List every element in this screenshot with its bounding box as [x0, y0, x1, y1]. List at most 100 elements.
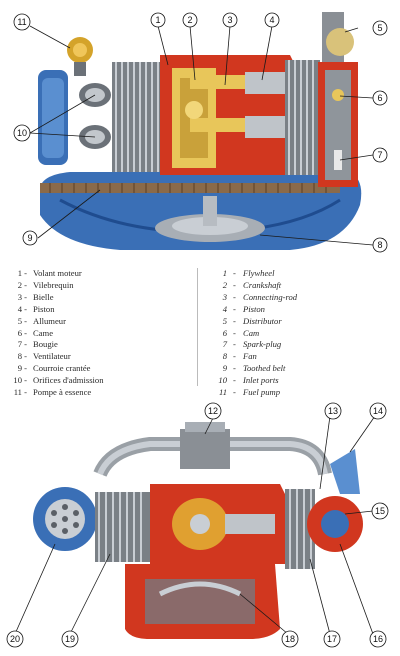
- callout-label: 14: [373, 406, 383, 416]
- legend-number: 5: [222, 315, 227, 326]
- legend-row: 3 -Bielle: [5, 292, 185, 304]
- callout-15: 15: [371, 502, 389, 520]
- callout-label: 11: [17, 17, 26, 27]
- callout-12: 12: [204, 402, 222, 420]
- legend-number: 6 -: [17, 327, 27, 338]
- callout-2: 2: [182, 12, 198, 28]
- legend-separator: -: [233, 375, 236, 386]
- legend-separator: -: [233, 363, 236, 374]
- callout-6: 6: [372, 90, 388, 106]
- legend-number: 1: [222, 268, 227, 278]
- legend-row: 8 -Ventilateur: [5, 351, 185, 363]
- callout-16: 16: [369, 630, 387, 648]
- legend-separator: -: [233, 291, 236, 302]
- legend-label: Pompe à essence: [33, 387, 92, 398]
- legend-number: 11: [219, 387, 227, 398]
- legend-number: 7: [222, 339, 227, 350]
- legend-row: 1 - Volant moteur: [5, 268, 185, 280]
- legend-number: 4 -: [17, 303, 27, 314]
- callout-label: 18: [285, 634, 295, 644]
- distributor-cap: [326, 28, 354, 56]
- legend-label: Orifices d'admission: [33, 375, 104, 386]
- legend-label: Fan: [243, 351, 257, 362]
- legend-separator: -: [233, 303, 236, 314]
- callout-13: 13: [324, 402, 342, 420]
- legend-row: 4 -Piston: [5, 304, 185, 316]
- legend-row: 4-Piston: [205, 304, 395, 316]
- right-cylinder-fins: [285, 60, 320, 175]
- legend-label: Inlet ports: [243, 375, 279, 386]
- legend-row: 10 - Orifices d'admission: [5, 375, 185, 387]
- callout-label: 1: [155, 15, 160, 25]
- legend-number: 1 -: [17, 268, 27, 278]
- legend-separator: -: [233, 327, 236, 338]
- legend-label: Piston: [243, 303, 265, 314]
- legend-label: Spark-plug: [243, 339, 282, 350]
- bottom-engine-illustration: 12 13 14 15 16 17 18 19 20: [6, 402, 389, 648]
- bottom-engine-cutaway: 12 13 14 15 16 17 18 19 20: [0, 394, 400, 656]
- callout-label: 5: [377, 23, 382, 33]
- callout-3: 3: [222, 12, 238, 28]
- legend-number: 2: [222, 279, 227, 290]
- legend-french: 1 - Volant moteur 2 - Vilebrequin 3 -Biell…: [5, 268, 185, 399]
- cam: [332, 89, 344, 101]
- legend-row: 5-Distributor: [205, 316, 395, 328]
- legend-separator: -: [233, 387, 236, 398]
- legend-row: 11 - Pompe à essence: [5, 387, 185, 399]
- legend-label: Vilebrequin: [33, 279, 74, 290]
- callout-label: 4: [269, 15, 274, 25]
- piston-rod: [225, 514, 275, 534]
- legend-number: 3 -: [17, 291, 27, 302]
- top-callout-leaders: [29, 25, 374, 246]
- legend-label: Bougie: [33, 339, 58, 350]
- spark-plug: [334, 150, 342, 170]
- callout-4: 4: [264, 12, 280, 28]
- callout-9: 9: [22, 230, 38, 246]
- callout-label: 12: [208, 406, 218, 416]
- callout-label: 6: [377, 93, 382, 103]
- legend-number: 11 -: [13, 387, 27, 398]
- callout-11: 11: [13, 13, 31, 31]
- callout-19: 19: [61, 630, 79, 648]
- legend-label: Crankshaft: [243, 279, 282, 290]
- legend-label: Came: [33, 327, 54, 338]
- legend-row: 1-Flywheel: [205, 268, 395, 280]
- top-engine-cutaway: 1 2 3 4 5 6 7 8 9 10 11: [0, 0, 400, 258]
- legend-row: 9 - Courroie crantée: [5, 363, 185, 375]
- left-cylinder-fins: [112, 62, 162, 172]
- legend-row: 6-Cam: [205, 328, 395, 340]
- callout-20: 20: [6, 630, 24, 648]
- callout-10: 10: [13, 124, 31, 142]
- legend-english: 1-Flywheel 2-Crankshaft 3-Connecting-rod…: [205, 268, 395, 399]
- callout-label: 15: [375, 506, 385, 516]
- callout-label: 13: [328, 406, 338, 416]
- air-intake-horn: [330, 449, 360, 494]
- legend-row: 6 - Came: [5, 328, 185, 340]
- legend-number: 7 -: [17, 339, 27, 350]
- legend-row: 5 -Allumeur: [5, 316, 185, 328]
- legend-number: 10 -: [13, 375, 27, 386]
- legend-row: 2-Crankshaft: [205, 280, 395, 292]
- belt-teeth: [49, 183, 327, 193]
- callout-1: 1: [150, 12, 166, 28]
- legend-number: 9 -: [17, 363, 27, 374]
- legend-label: Allumeur: [33, 315, 66, 326]
- callout-8: 8: [372, 237, 388, 253]
- legend-number: 4: [222, 303, 227, 314]
- callout-label: 3: [227, 15, 232, 25]
- legend-row: 7-Spark-plug: [205, 339, 395, 351]
- connecting-rod-lower: [190, 118, 245, 132]
- callout-7: 7: [372, 147, 388, 163]
- legend-row: 11-Fuel pump: [205, 387, 395, 399]
- callout-5: 5: [372, 20, 388, 36]
- legend-separator: -: [233, 279, 236, 290]
- callout-14: 14: [369, 402, 387, 420]
- legend-label: Courroie crantée: [33, 363, 91, 374]
- legend-label: Toothed belt: [243, 363, 286, 374]
- callout-label: 19: [65, 634, 75, 644]
- legend-number: 2 -: [17, 279, 27, 290]
- legend-row: 3-Connecting-rod: [205, 292, 395, 304]
- legend-label: Connecting-rod: [243, 291, 298, 302]
- legend-separator: -: [233, 315, 236, 326]
- legend-label: Volant moteur: [33, 268, 82, 278]
